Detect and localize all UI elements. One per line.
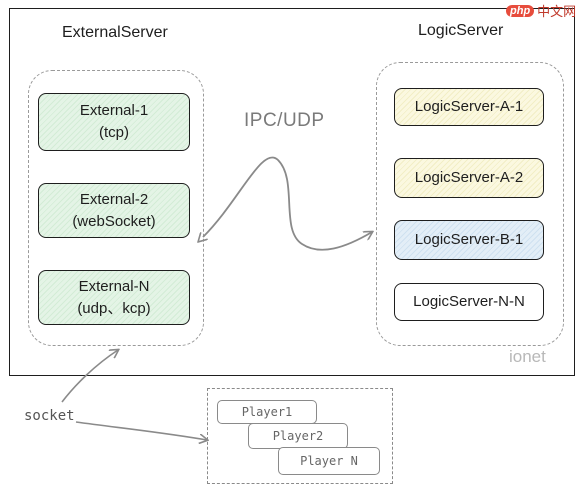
socket-label: socket (24, 408, 75, 424)
logic-node-b-1: LogicServer-B-1 (394, 220, 544, 260)
socket-arrow-to-external (61, 350, 118, 403)
logic-node-n-n: LogicServer-N-N (394, 283, 544, 321)
player-n-label: Player N (300, 454, 358, 468)
logic-server-title: LogicServer (418, 22, 504, 39)
external-node-n: External-N (udp、kcp) (38, 270, 190, 325)
external-node-n-protocol: (udp、kcp) (77, 299, 151, 317)
external-node-1-name: External-1 (79, 102, 149, 119)
ionet-frame (9, 8, 575, 376)
player-2-label: Player2 (272, 429, 324, 443)
external-node-1-protocol: (tcp) (99, 124, 129, 141)
player-n: Player N (278, 447, 380, 475)
player-2: Player2 (248, 423, 348, 449)
watermark-text: 中文网 (537, 4, 577, 19)
ipc-udp-arrow (203, 156, 372, 251)
watermark-badge: php (506, 4, 535, 17)
logic-node-n-n-label: LogicServer-N-N (413, 293, 525, 310)
external-node-n-name: External-N (78, 277, 150, 295)
logic-server-group (376, 62, 564, 346)
frame-label: ionet (509, 347, 546, 366)
external-server-title: ExternalServer (62, 24, 168, 41)
player-1-label: Player1 (241, 405, 293, 419)
site-watermark: php 中文网 (506, 1, 576, 20)
logic-node-b-1-label: LogicServer-B-1 (414, 231, 524, 248)
external-node-2: External-2 (webSocket) (38, 183, 190, 238)
external-node-2-name: External-2 (79, 190, 149, 208)
external-node-2-protocol: (webSocket) (72, 212, 156, 230)
socket-arrow-to-players (75, 421, 207, 440)
logic-node-a-2-label: LogicServer-A-2 (414, 169, 524, 186)
player-1: Player1 (217, 400, 317, 424)
logic-node-a-1: LogicServer-A-1 (394, 88, 544, 126)
logic-node-a-2: LogicServer-A-2 (394, 158, 544, 198)
connection-label: IPC/UDP (244, 110, 325, 131)
external-server-group (28, 70, 204, 346)
external-node-1: External-1 (tcp) (38, 93, 190, 151)
logic-node-a-1-label: LogicServer-A-1 (414, 98, 524, 115)
